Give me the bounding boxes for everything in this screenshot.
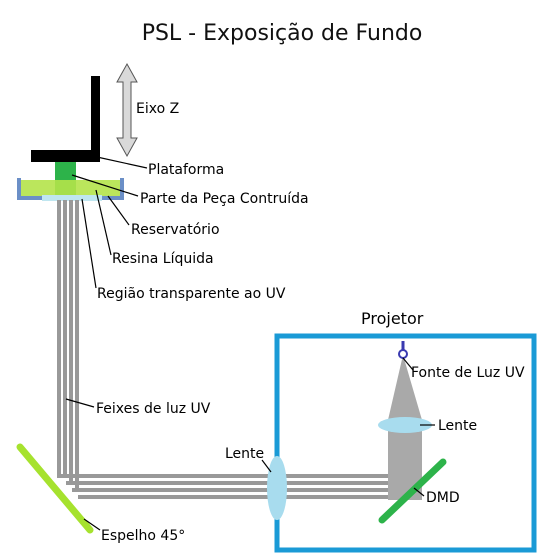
z-axis-arrow <box>116 62 138 158</box>
dmd-label: DMD <box>426 490 460 506</box>
lente-right-label: Lente <box>438 418 477 434</box>
projector-light-cone <box>388 355 422 420</box>
liquid-resin <box>19 180 122 196</box>
uv-beams-horizontal <box>57 474 403 499</box>
plataforma-label: Plataforma <box>148 162 224 178</box>
feixes-label: Feixes de luz UV <box>96 401 211 417</box>
projector-box <box>274 333 537 553</box>
uv-source <box>398 349 408 359</box>
lente-left-label: Lente <box>225 446 264 462</box>
projector-label: Projetor <box>361 309 424 328</box>
leader-lines <box>65 156 435 531</box>
transparent-region <box>42 195 102 201</box>
parte-peca-label: Parte da Peça Contruída <box>140 191 309 207</box>
regiao-label: Região transparente ao UV <box>97 286 286 302</box>
fonte-label: Fonte de Luz UV <box>411 365 525 381</box>
platform-base <box>31 150 100 162</box>
platform <box>91 76 100 162</box>
reservatorio-label: Reservatório <box>131 222 220 238</box>
eixo-z-label: Eixo Z <box>136 101 179 117</box>
dmd <box>378 458 447 524</box>
projector-lens <box>378 417 432 433</box>
espelho-label: Espelho 45° <box>101 528 185 544</box>
uv-beams-vertical <box>57 200 79 492</box>
diagram-title: PSL - Exposição de Fundo <box>142 21 423 46</box>
beam-lens <box>267 456 287 520</box>
resina-label: Resina Líquida <box>112 251 214 267</box>
mirror-45 <box>16 443 94 534</box>
